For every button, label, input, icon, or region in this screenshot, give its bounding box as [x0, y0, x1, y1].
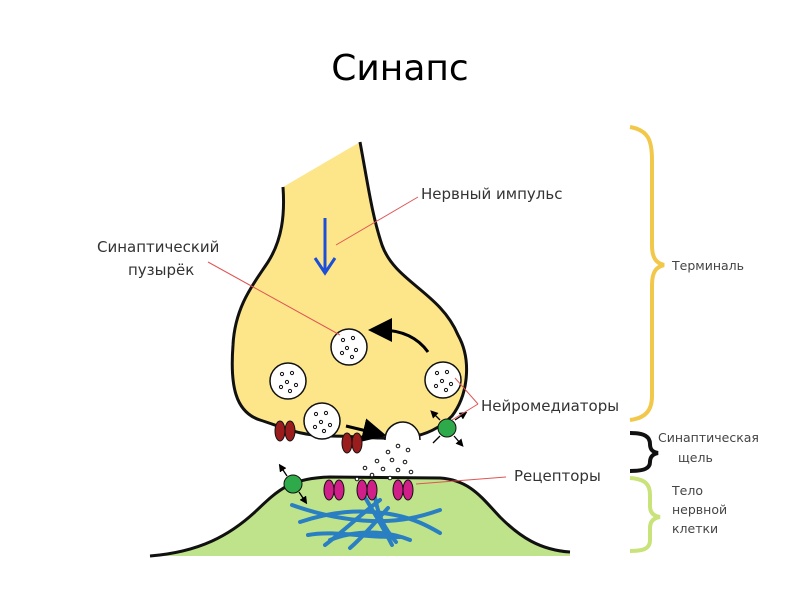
ion-channel: [274, 420, 296, 442]
page-title: Синапс: [331, 48, 469, 89]
label-terminal: Терминаль: [671, 258, 744, 273]
receptor: [392, 479, 414, 501]
pointer-lines: [207, 196, 507, 485]
reuptake-transporter: [430, 410, 468, 447]
label-cleft-line2: щель: [678, 450, 713, 465]
vesicle-fusion-arrow: [345, 418, 387, 442]
synaptic-vesicle: [269, 362, 307, 400]
neurotransmitter-molecules: [354, 443, 414, 482]
fusing-vesicle: [384, 421, 421, 441]
cleft-brace: [629, 431, 659, 473]
receptor: [323, 479, 345, 501]
label-vesicle-line2: пузырёк: [128, 261, 194, 279]
impulse-arrow: [313, 218, 337, 276]
synaptic-vesicle: [424, 361, 462, 399]
label-cleft-line1: Синаптическая: [658, 430, 759, 445]
cytoskeleton-fibers: [290, 490, 442, 550]
label-receptors: Рецепторы: [514, 467, 601, 485]
terminal-brace: [629, 125, 665, 422]
cell-body-brace: [629, 476, 661, 553]
receptor: [356, 479, 378, 501]
label-body-line1: Тело: [671, 483, 703, 498]
label-impulse: Нервный импульс: [421, 185, 562, 203]
label-vesicle-line1: Синаптический: [97, 238, 219, 256]
postsynaptic-membrane: [149, 475, 571, 558]
synaptic-vesicle: [330, 328, 368, 366]
label-body-line2: нервной: [672, 502, 727, 517]
label-neurotransmitters: Нейромедиаторы: [481, 397, 619, 415]
vesicle-motion-arrow: [368, 318, 430, 353]
postsynaptic-transporter: [278, 463, 308, 505]
synaptic-vesicle: [303, 402, 341, 440]
label-body-line3: клетки: [672, 521, 718, 536]
ion-channel: [341, 432, 363, 454]
